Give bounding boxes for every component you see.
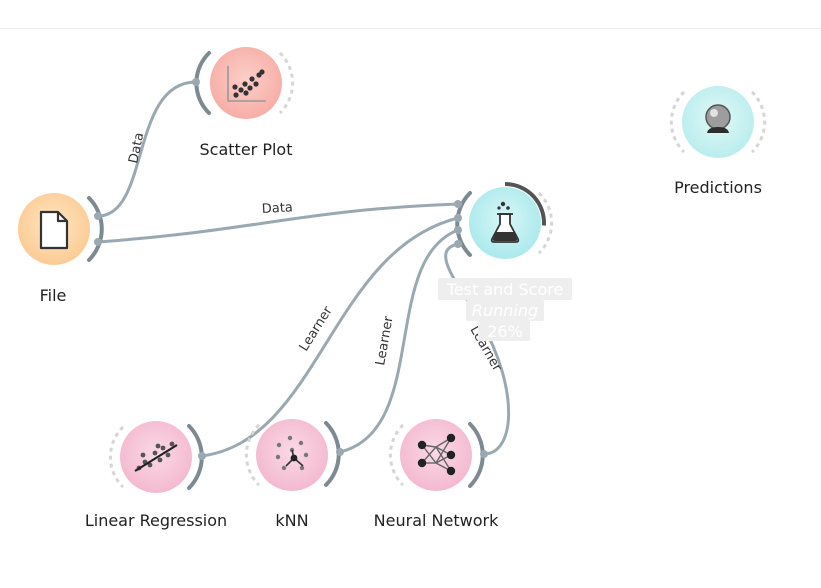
nn-output-anchor[interactable] <box>480 450 488 458</box>
test-input-anchor-2[interactable] <box>454 214 462 222</box>
linreg-output-anchor[interactable] <box>198 452 206 460</box>
neural-network-icon <box>417 433 456 476</box>
node-linear-regression[interactable]: Linear Regression <box>85 421 227 530</box>
node-file-label: File <box>40 286 67 305</box>
crystal-ball-icon <box>705 104 731 133</box>
link-label-knn-test: Learner <box>373 315 397 367</box>
node-predictions-label: Predictions <box>674 178 762 197</box>
flask-icon <box>490 201 520 243</box>
node-linear-regression-label: Linear Regression <box>85 511 227 530</box>
link-label-file-test: Data <box>261 200 293 217</box>
node-neural-network-label: Neural Network <box>374 511 499 530</box>
scatter-plot-icon <box>227 66 266 102</box>
node-predictions[interactable]: Predictions <box>669 86 767 197</box>
file-output-anchor-2[interactable] <box>94 238 102 246</box>
link-file-test[interactable] <box>96 202 460 244</box>
file-icon <box>39 210 69 250</box>
file-output-anchor-1[interactable] <box>94 212 102 220</box>
link-label-linreg-test: Learner <box>297 303 336 354</box>
node-test-status: Running <box>472 301 538 320</box>
test-input-anchor-3[interactable] <box>454 226 462 234</box>
node-test-and-score-label: Test and Score <box>446 280 564 299</box>
link-knn-test[interactable] <box>338 228 460 454</box>
link-file-scatter[interactable] <box>96 80 198 218</box>
top-border <box>0 28 821 29</box>
node-test-progress-text: 26% <box>487 322 523 341</box>
scatter-input-anchor[interactable] <box>192 78 200 86</box>
node-knn-label: kNN <box>275 511 308 530</box>
node-file-output-channel[interactable] <box>87 196 104 262</box>
node-scatter-plot-label: Scatter Plot <box>200 140 293 159</box>
link-linreg-test[interactable] <box>200 216 460 458</box>
knn-icon <box>275 435 309 471</box>
node-file[interactable]: File <box>18 193 104 305</box>
test-progress-arc <box>504 182 546 226</box>
node-neural-network[interactable]: Neural Network <box>374 419 499 530</box>
node-test-and-score[interactable]: Test and Score Running 26% <box>438 182 572 341</box>
links <box>96 80 511 458</box>
status-badge-running <box>466 300 544 321</box>
test-input-anchor-1[interactable] <box>454 200 462 208</box>
link-label-file-scatter: Data <box>126 131 147 164</box>
regression-icon <box>134 441 178 472</box>
node-scatter-plot[interactable]: Scatter Plot <box>192 47 295 159</box>
node-test-input-channel[interactable] <box>455 191 472 257</box>
node-knn[interactable]: kNN <box>244 419 344 530</box>
status-badge-progress <box>478 321 530 341</box>
knn-output-anchor[interactable] <box>336 448 344 456</box>
test-input-anchor-4[interactable] <box>454 240 462 248</box>
status-badge <box>438 278 572 300</box>
